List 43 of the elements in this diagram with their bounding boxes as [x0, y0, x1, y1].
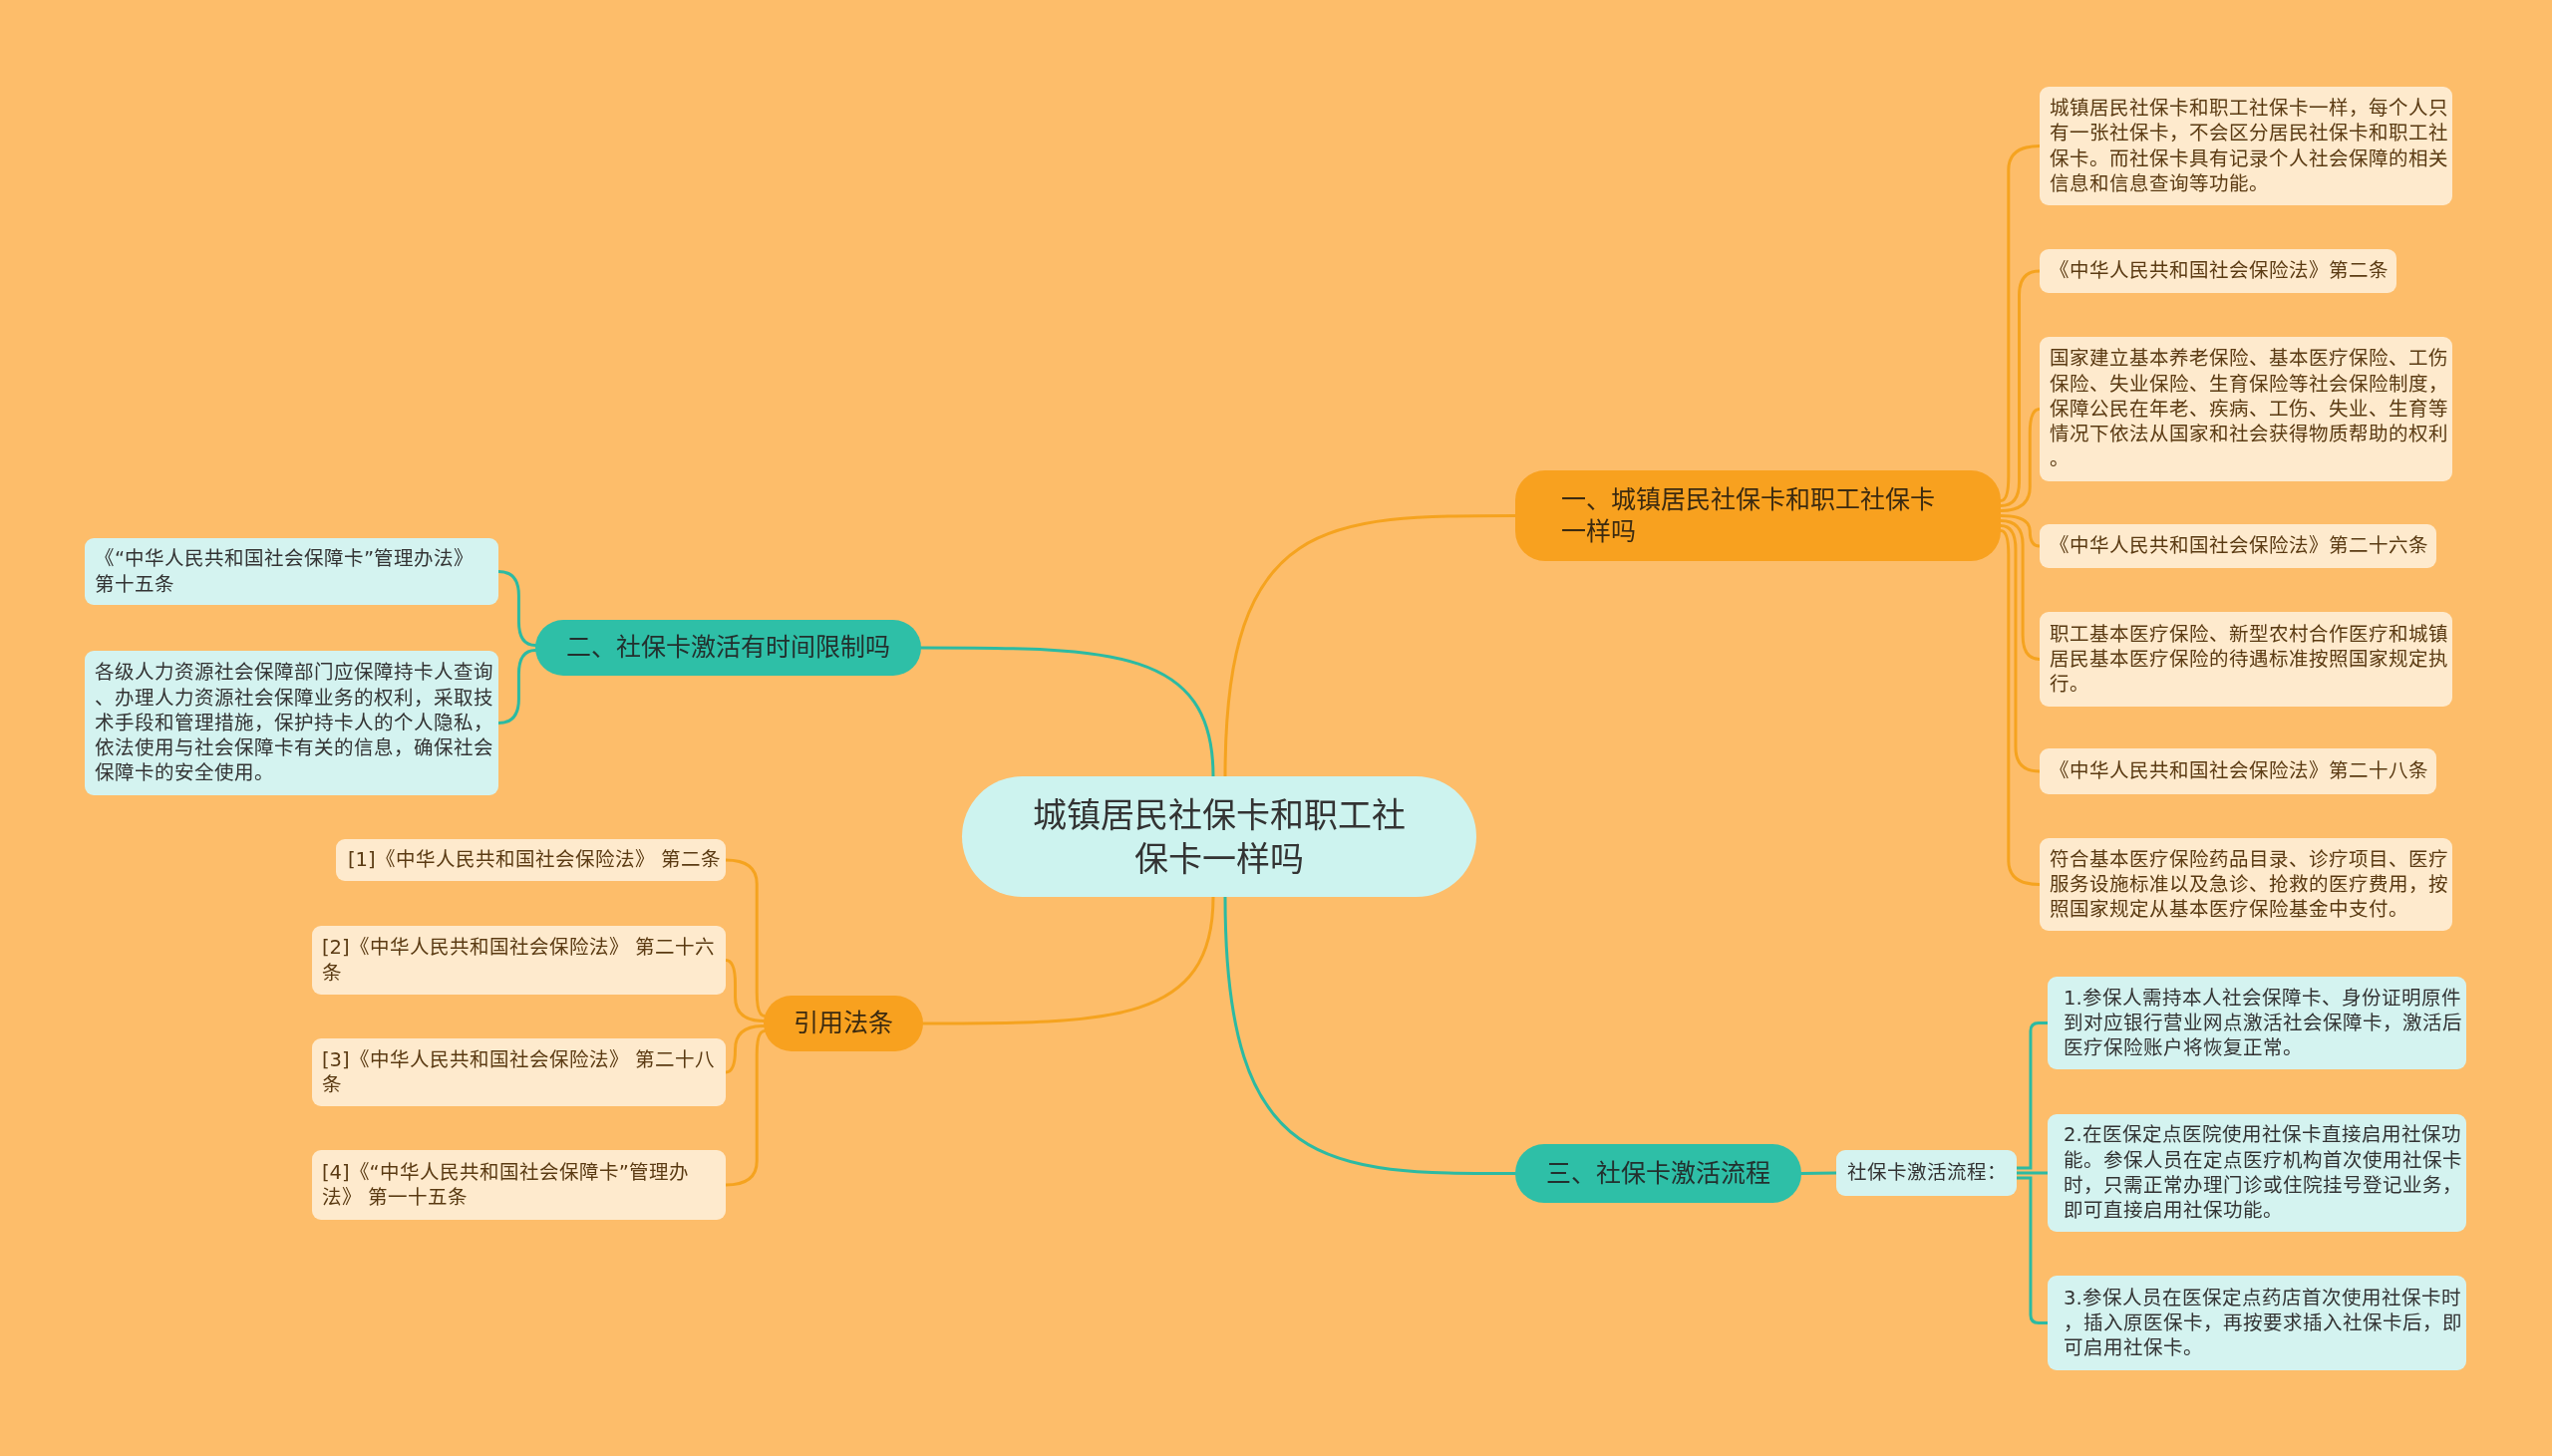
note-card: 《中华人民共和国社会保险法》第二十六条 — [2040, 524, 2436, 568]
branch-topic: 一、城镇居民社保卡和职工社保卡一样吗 — [1515, 470, 2001, 561]
branch-line — [496, 649, 537, 725]
branch-topic: 引用法条 — [764, 996, 923, 1051]
branch-line — [1223, 895, 1517, 1175]
note-card: [4]《“中华人民共和国社会保障卡”管理办法》 第一十五条 — [312, 1150, 726, 1220]
branch-line — [921, 895, 1215, 1025]
branch-line — [724, 858, 767, 1018]
note-card: [1]《中华人民共和国社会保险法》 第二条 — [336, 839, 726, 881]
branch-line — [2015, 1171, 2050, 1175]
branch-line — [724, 959, 766, 1022]
branch-line — [1999, 269, 2042, 507]
note-card: 国家建立基本养老保险、基本医疗保险、工伤保险、失业保险、生育保险等社会保险制度，保障公民在年老、疾病、工伤、失业、生育等情况下依法从国家和社会获得物质帮助的权利。 — [2040, 337, 2452, 481]
branch-line — [2015, 1176, 2050, 1324]
note-card: 《“中华人民共和国社会保障卡”管理办法》第十五条 — [85, 538, 498, 605]
note-card: 《中华人民共和国社会保险法》第二十八条 — [2040, 748, 2436, 794]
branch-line — [2015, 1021, 2050, 1170]
note-card: 各级人力资源社会保障部门应保障持卡人查询、办理人力资源社会保障业务的权利，采取技术手段和管理措施，保护持卡人的个人隐私，依法使用与社会保障卡有关的信息，确保社会保障卡的安全使用。 — [85, 651, 498, 795]
central-topic: 城镇居民社保卡和职工社保卡一样吗 — [962, 776, 1476, 897]
branch-topic: 二、社保卡激活有时间限制吗 — [535, 620, 921, 676]
branch-line — [1999, 529, 2042, 886]
branch-line — [724, 1024, 766, 1074]
branch-line — [1223, 514, 1517, 778]
note-card: 职工基本医疗保险、新型农村合作医疗和城镇居民基本医疗保险的待遇标准按照国家规定执行。 — [2040, 612, 2452, 707]
note-card: 3.参保人员在医保定点药店首次使用社保卡时，插入原医保卡，再按要求插入社保卡后，即可启用社保卡。 — [2048, 1276, 2466, 1370]
branch-line — [496, 570, 537, 647]
note-card: [2]《中华人民共和国社会保险法》 第二十六条 — [312, 926, 726, 995]
note-card: 城镇居民社保卡和职工社保卡一样，每个人只有一张社保卡，不会区分居民社保卡和职工社保卡。而社保卡具有记录个人社会保障的相关信息和信息查询等功能。 — [2040, 87, 2452, 205]
note-card: 符合基本医疗保险药品目录、诊疗项目、医疗服务设施标准以及急诊、抢救的医疗费用，按照国家规定从基本医疗保险基金中支付。 — [2040, 838, 2452, 931]
branch-line — [1999, 524, 2042, 773]
branch-line — [1999, 408, 2042, 512]
branch-line — [724, 1029, 767, 1187]
note-card: 《中华人民共和国社会保险法》第二条 — [2040, 249, 2396, 293]
note-card: 2.在医保定点医院使用社保卡直接启用社保功能。参保人员在定点医疗机构首次使用社保卡时，只需正常办理门诊或住院挂号登记业务，即可直接启用社保功能。 — [2048, 1114, 2466, 1232]
branch-line — [1999, 519, 2042, 661]
note-card: 社保卡激活流程： — [1836, 1150, 2017, 1196]
branch-topic: 三、社保卡激活流程 — [1515, 1144, 1801, 1203]
note-card: 1.参保人需持本人社会保障卡、身份证明原件到对应银行营业网点激活社会保障卡，激活后医疗保险账户将恢复正常。 — [2048, 977, 2466, 1069]
branch-line — [1799, 1171, 1838, 1175]
note-card: [3]《中华人民共和国社会保险法》 第二十八条 — [312, 1038, 726, 1106]
branch-line — [919, 646, 1215, 778]
branch-line — [1999, 145, 2042, 502]
branch-line — [1999, 514, 2042, 548]
